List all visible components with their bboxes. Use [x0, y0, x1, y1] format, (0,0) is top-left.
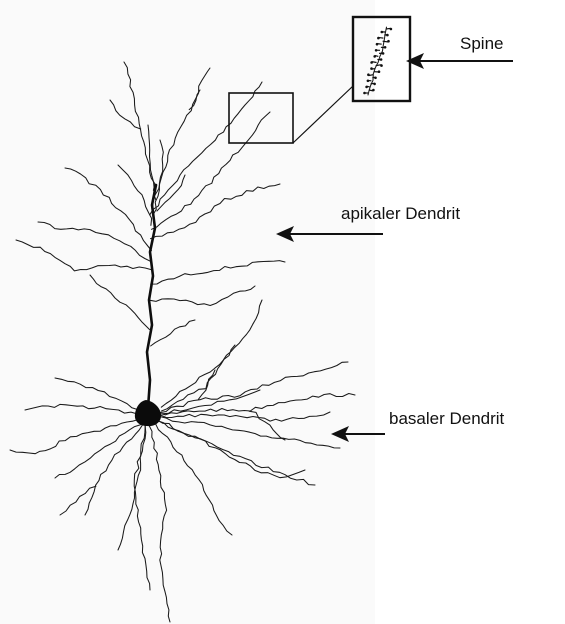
spine-head: [374, 77, 377, 80]
spine-head: [380, 58, 383, 61]
spine-head: [363, 92, 366, 95]
label-apical-dendrite: apikaler Dendrit: [341, 204, 460, 223]
spine-head: [373, 55, 376, 58]
spine-head: [387, 40, 390, 43]
spine-head: [367, 73, 370, 76]
spine-head: [376, 43, 379, 46]
arrow-spine: [406, 53, 513, 69]
spine-head: [372, 89, 375, 92]
spine-head: [382, 52, 385, 55]
spine-head: [370, 67, 373, 70]
label-spine: Spine: [460, 34, 503, 53]
spine-head: [367, 80, 370, 83]
spine-head: [386, 34, 389, 37]
spine-head: [378, 70, 381, 73]
spine-head: [384, 46, 387, 49]
spine-head: [380, 64, 383, 67]
spine-head: [381, 31, 384, 34]
label-basal-dendrite: basaler Dendrit: [389, 409, 505, 428]
background-shade: [0, 0, 375, 624]
spine-head: [390, 28, 393, 31]
spine-head: [365, 86, 368, 89]
spine-head: [370, 61, 373, 64]
spine-head: [377, 37, 380, 40]
spine-head: [373, 83, 376, 86]
spine-head: [375, 49, 378, 52]
